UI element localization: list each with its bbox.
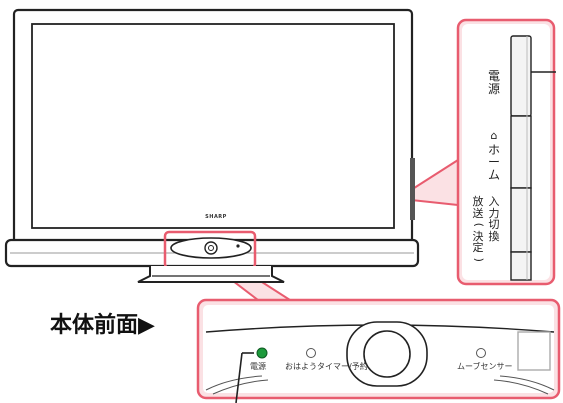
side-button-broadcast[interactable] — [510, 251, 532, 281]
side-button-home[interactable] — [510, 115, 532, 189]
tv-screen — [31, 23, 395, 229]
side-label-power: 電源 — [486, 70, 502, 95]
side-button-input[interactable] — [510, 187, 532, 253]
tv-stand — [137, 266, 285, 283]
callout-connector-side — [410, 158, 459, 207]
broadcast-label-text: 放送(決定) — [471, 195, 485, 262]
home-label-text: ホーム — [487, 142, 500, 182]
motion-sensor-led — [476, 348, 486, 358]
house-icon: ⌂ — [490, 129, 498, 142]
timer-led-indicator — [306, 348, 316, 358]
tv-brand-logo: SHARP — [205, 214, 227, 220]
side-button-power[interactable] — [510, 35, 532, 117]
timer-led-label: おはようタイマー/予約 — [285, 362, 368, 371]
power-led-indicator — [256, 347, 268, 359]
front-panel-heading: 本体前面▶ — [50, 313, 155, 338]
side-label-broadcast: 放送(決定) — [470, 196, 486, 265]
side-label-home: ⌂ ホーム — [486, 130, 502, 181]
input-label-text: 入力切換 — [488, 195, 500, 243]
motion-sensor-window — [517, 331, 551, 371]
remote-sensor-lens — [363, 330, 411, 378]
motion-sensor-label: ムーブセンサー — [457, 362, 513, 371]
power-label-text: 電源 — [487, 69, 500, 96]
side-label-input: 入力切換 — [486, 196, 502, 242]
tv-side-buttons — [410, 158, 415, 220]
power-led-label: 電源 — [250, 362, 266, 371]
